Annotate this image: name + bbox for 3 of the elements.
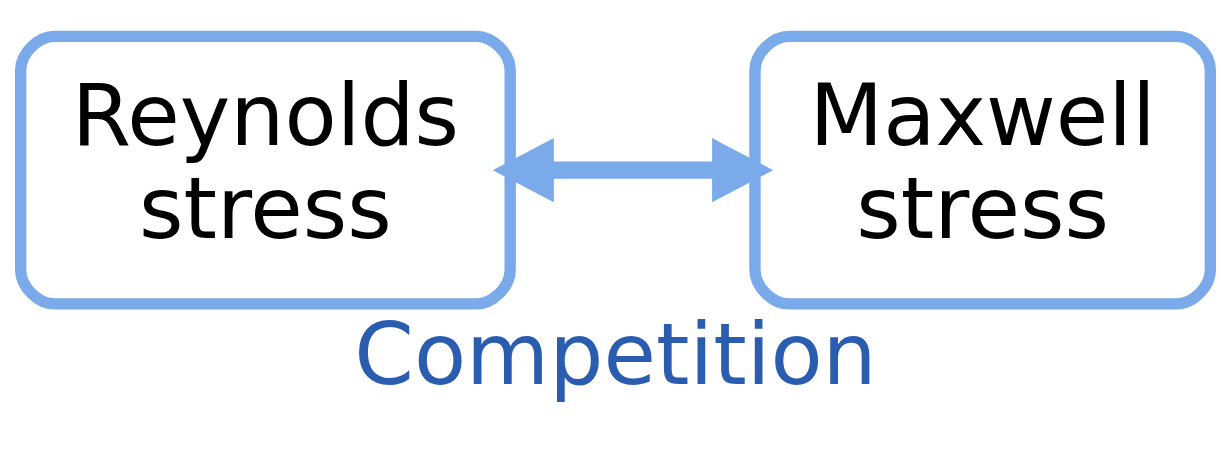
node-box: Maxwell stress bbox=[749, 30, 1217, 310]
node-box: Reynolds stress bbox=[14, 30, 516, 310]
arrow bbox=[492, 138, 774, 203]
